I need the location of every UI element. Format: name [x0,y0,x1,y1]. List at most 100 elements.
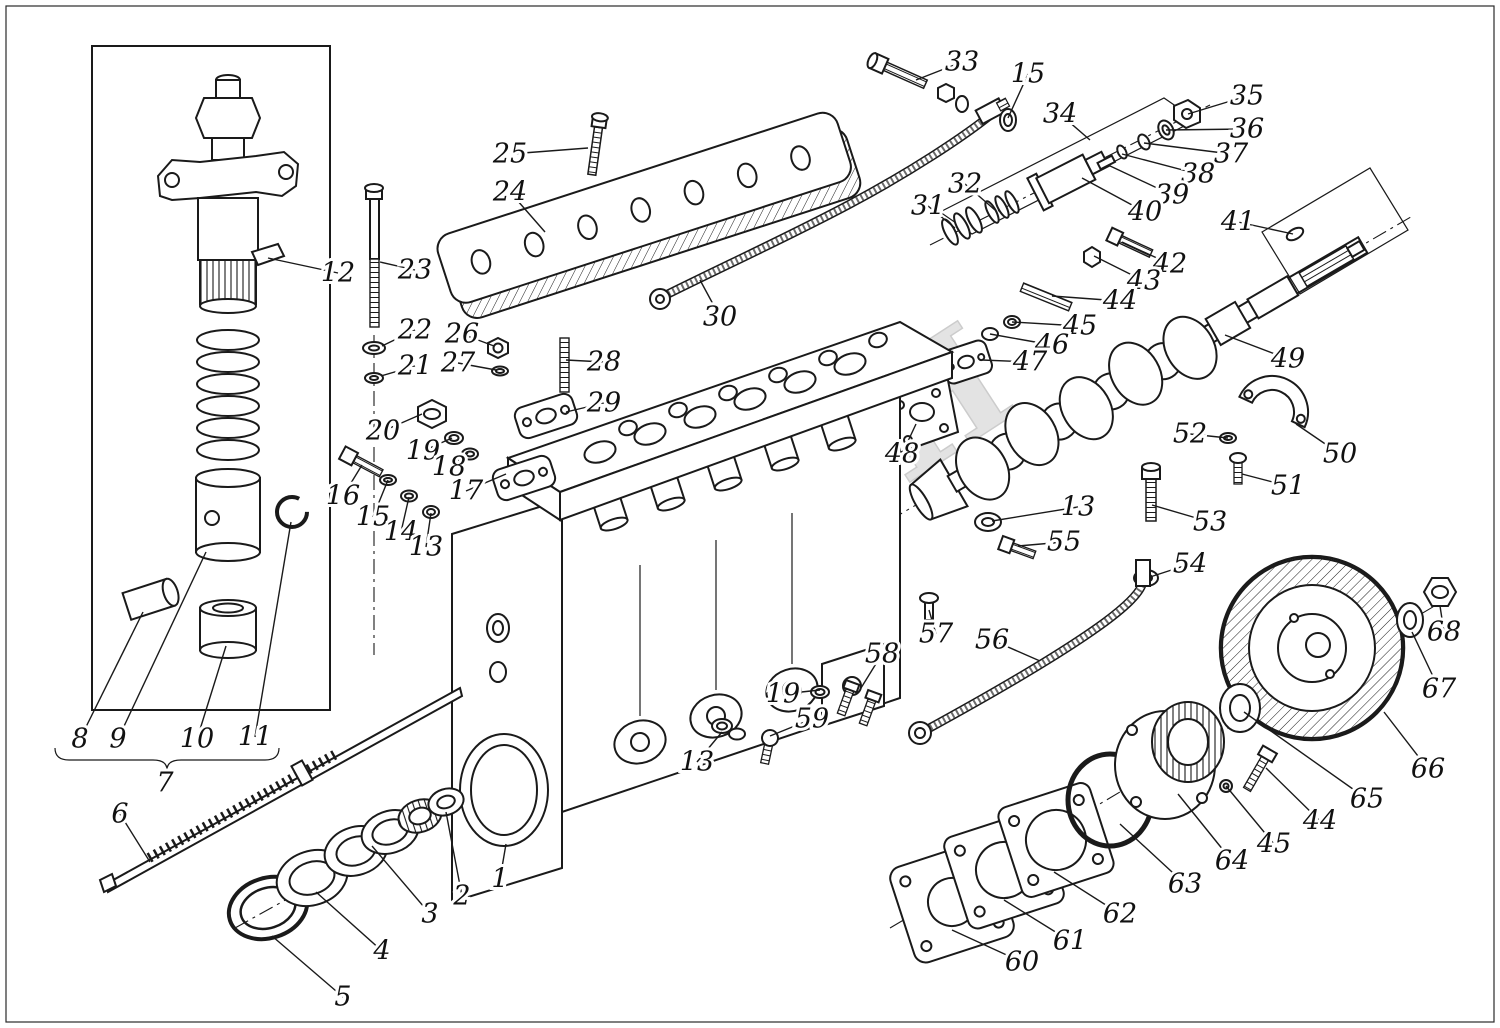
leader-line [1265,767,1321,822]
part-number-54: 54 [1173,549,1207,580]
part-number-50: 50 [1323,439,1357,470]
leader-line [1295,423,1341,455]
plate-62 [997,782,1115,898]
part-number-7: 7 [156,768,174,799]
leader-line [1439,605,1445,633]
leader-line [1177,793,1233,862]
leader-line [254,521,292,738]
leader-line [499,843,507,880]
part-number-59: 59 [795,704,829,735]
leader-line [769,718,813,737]
part-number-16: 16 [326,481,360,512]
leader-line [1081,177,1146,213]
leader-line [1143,142,1232,155]
part-number-36: 36 [1230,114,1264,145]
bearing-cap [1238,375,1309,429]
leader-line [382,413,423,432]
part-number-19: 19 [406,436,440,467]
part-number-26: 26 [444,319,479,350]
leader-line [1051,295,1121,302]
cover-screw [587,112,609,177]
leader-line [196,645,227,740]
leader-line [981,359,1031,363]
leader-line [1093,255,1145,282]
part-number-68: 68 [1427,617,1461,648]
fuel-hose-bottom [908,559,1151,745]
part-number-13: 13 [1061,492,1095,523]
leader-line [860,653,883,689]
part-number-5: 5 [334,982,351,1013]
leader-line [901,423,917,455]
part-number-57: 57 [919,619,954,650]
bracket-7 [54,747,280,771]
part-number-37: 37 [1214,139,1249,170]
part-number-66: 66 [1411,754,1445,785]
leader-line [1225,785,1275,845]
ring-2 [427,787,465,817]
leader-line [509,191,546,233]
part-number-14: 14 [384,517,418,548]
long-bolt-23 [364,183,384,328]
part-number-15: 15 [356,502,390,533]
part-number-52: 52 [1173,419,1207,450]
leader-line [699,279,721,318]
part-number-48: 48 [884,439,919,470]
side-tab [250,242,286,267]
part-number-47: 47 [1012,347,1048,378]
part-number-1: 1 [491,864,508,895]
part-number-61: 61 [1053,926,1087,957]
leader-line [951,929,1023,963]
bolt-59 [759,729,779,766]
leader-line [927,205,956,229]
leader-line [1107,164,1173,196]
part-number-29: 29 [586,388,621,419]
cylinder-head [505,320,955,522]
leader-line [267,257,339,274]
part-number-22: 22 [397,315,432,346]
bottom-fasteners [711,512,1037,766]
circlip [275,495,309,529]
leader-line [422,437,453,452]
part-number-34: 34 [1043,99,1077,130]
part-number-62: 62 [1103,899,1137,930]
bolt-55 [996,534,1037,560]
leader-line [1059,113,1091,141]
bypass-valve-assembly [938,97,1201,246]
part-number-17: 17 [449,476,484,507]
leader-line [1383,711,1429,770]
part-number-51: 51 [1271,471,1305,502]
leader-line [1189,433,1229,439]
part-number-45: 45 [1256,829,1291,860]
leader-line [1121,241,1171,265]
part-number-2: 2 [452,881,470,912]
housing-bolt [1141,462,1161,522]
part-number-18: 18 [432,452,466,483]
part-number-20: 20 [365,416,400,447]
leader-line [1237,221,1294,235]
leader-line [79,611,144,740]
flywheel-damper [1218,554,1458,742]
leader-line [400,496,410,533]
page-border [5,5,1495,1023]
leader-line [342,464,363,497]
leader-line [372,479,389,518]
leader-line [1011,321,1081,327]
part-number-12: 12 [321,258,355,289]
part-number-40: 40 [1127,197,1162,228]
leader-line [1003,899,1071,942]
flange-17 [491,454,557,502]
leader-line [565,402,605,413]
pump-housing [451,388,901,904]
part-number-67: 67 [1422,674,1457,705]
leader-line [989,333,1053,346]
part-number-33: 33 [945,47,979,78]
part-number-32: 32 [948,169,982,200]
part-number-38: 38 [1181,159,1215,190]
part-number-55: 55 [1047,527,1081,558]
part-number-46: 46 [1034,330,1069,361]
part-number-13: 13 [680,747,714,778]
part-number-56: 56 [975,625,1009,656]
part-number-6: 6 [111,799,128,830]
